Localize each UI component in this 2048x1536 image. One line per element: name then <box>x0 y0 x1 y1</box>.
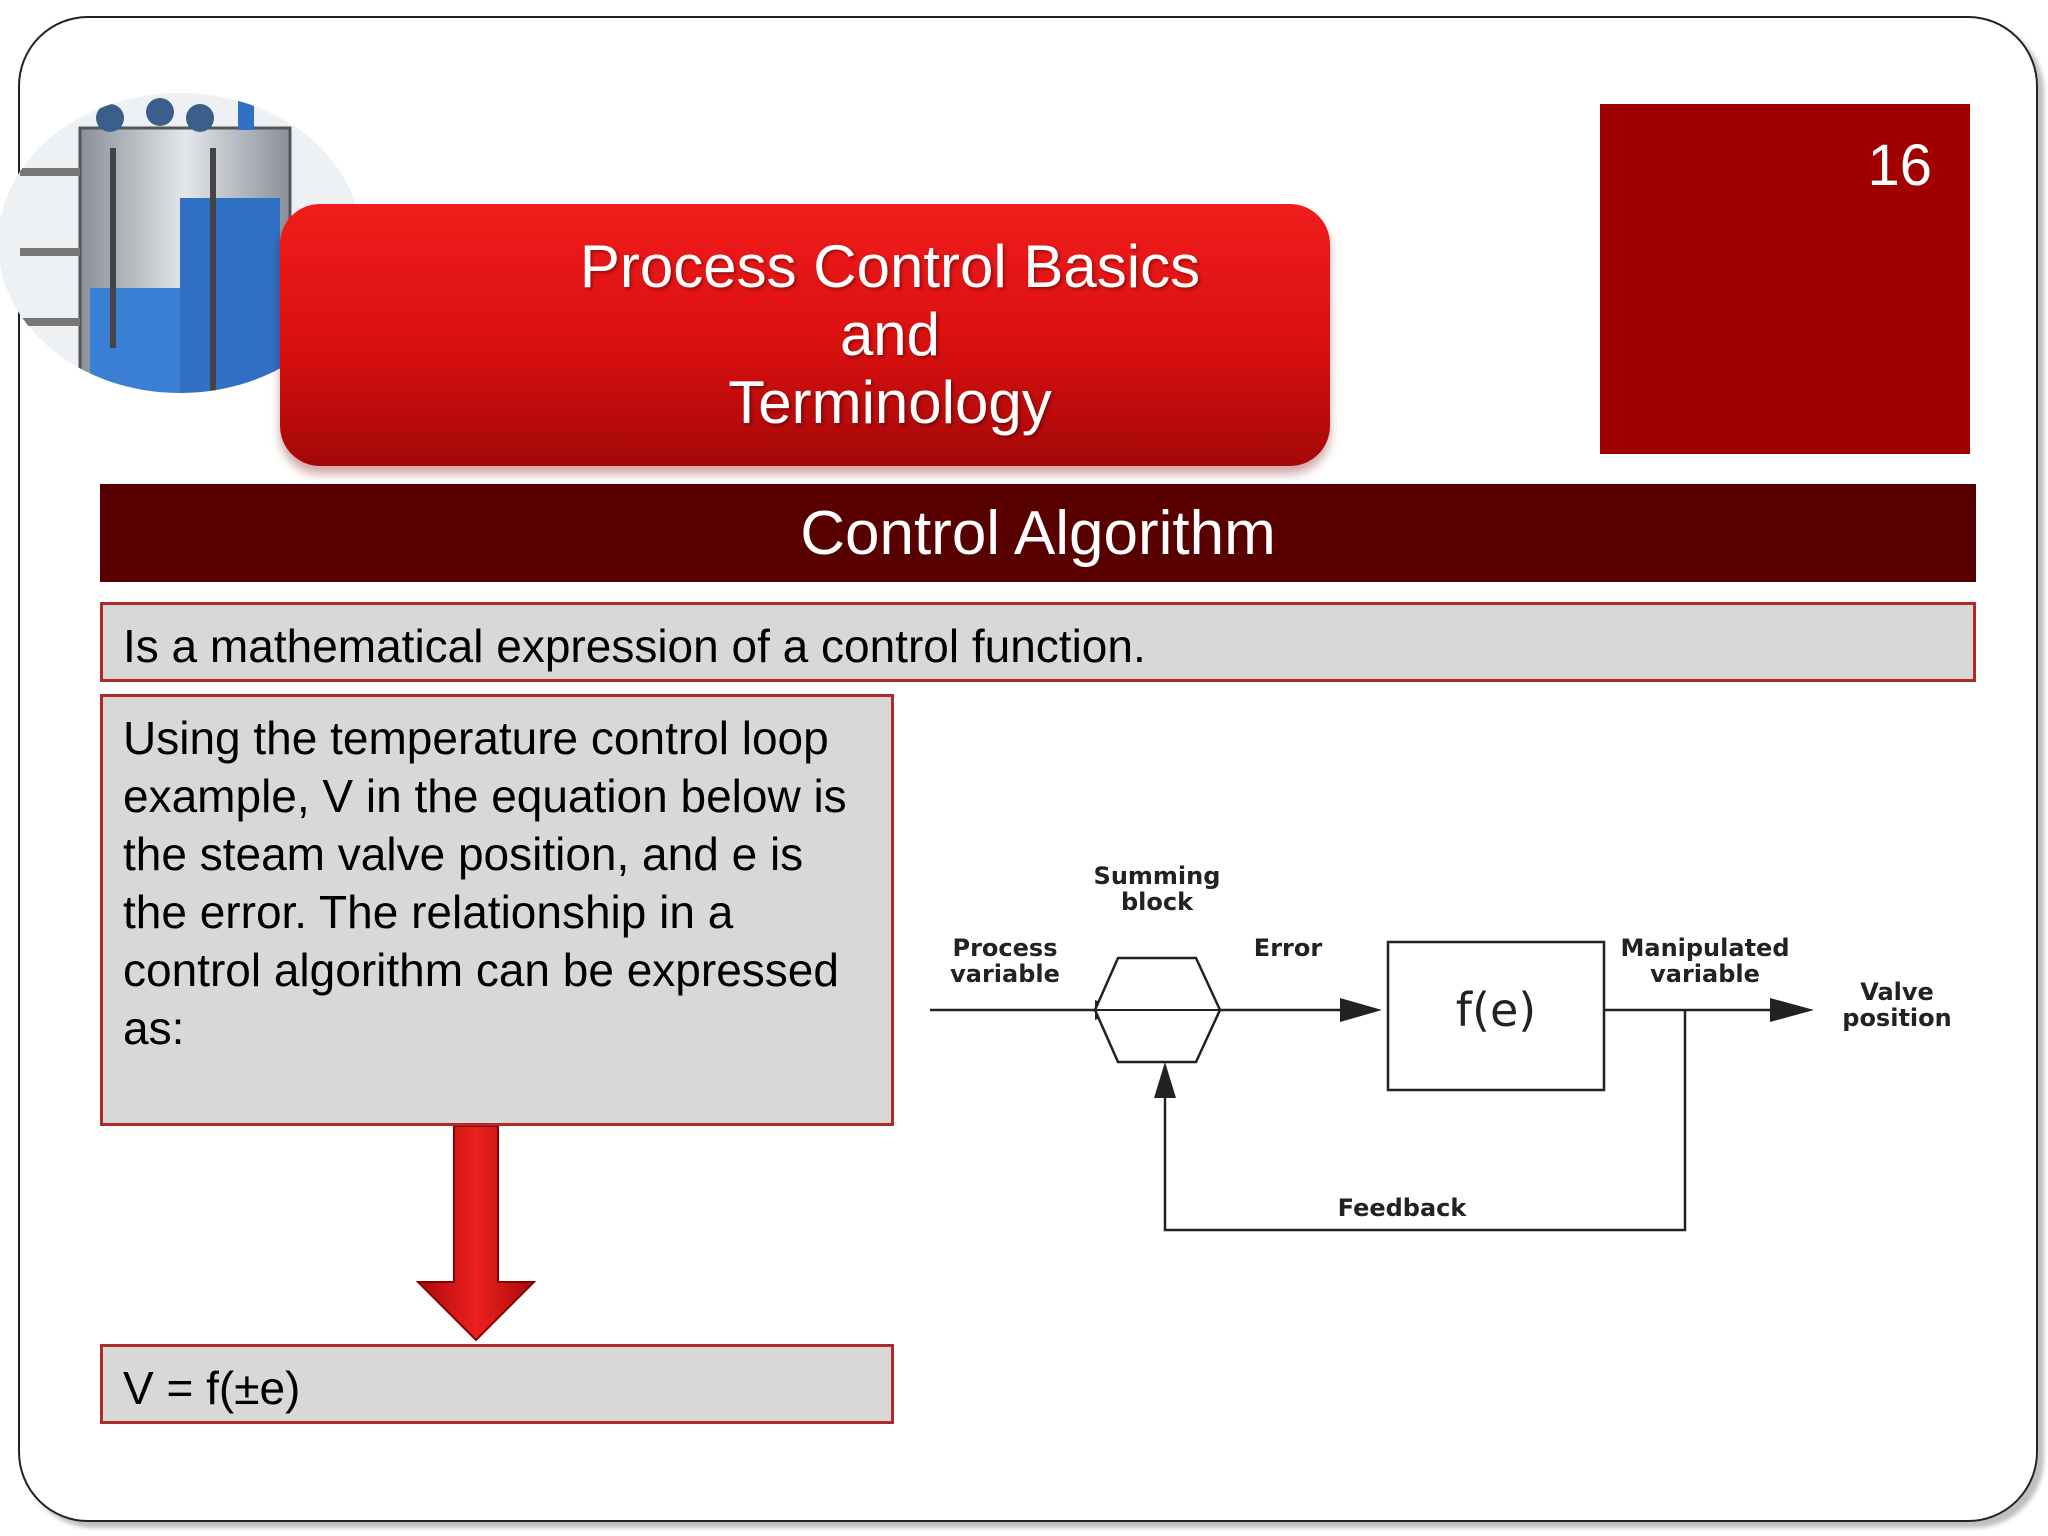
error-label: Error <box>1254 934 1323 962</box>
error-arrowhead <box>1340 998 1382 1022</box>
explanation-text: Using the temperature control loop examp… <box>100 694 894 1126</box>
feedback-arrowhead <box>1154 1062 1176 1098</box>
valve-position-label-1: Valve <box>1860 978 1934 1006</box>
equation-text: V = f(±e) <box>100 1344 894 1424</box>
summing-block-label-1: Summing <box>1094 862 1221 890</box>
page-number-box: 16 <box>1600 104 1970 454</box>
manipulated-variable-label-2: variable <box>1650 960 1760 988</box>
definition-text: Is a mathematical expression of a contro… <box>100 602 1976 682</box>
slide-frame <box>18 16 2038 1522</box>
title-line-1: Process Control Basics <box>579 233 1201 300</box>
function-block <box>1386 940 1606 1092</box>
summing-block-label-2: block <box>1121 888 1194 916</box>
slide-title-banner: Process Control Basics and Terminology <box>280 204 1330 466</box>
feedback-loop-line <box>1163 1010 1687 1232</box>
valve-position-label-2: position <box>1842 1004 1951 1032</box>
manipulated-variable-label-1: Manipulated <box>1620 934 1789 962</box>
page-number: 16 <box>1867 133 1932 198</box>
output-arrowhead <box>1770 998 1814 1022</box>
control-loop-diagram: Summing block Process variable Error Man… <box>930 862 1952 1232</box>
section-heading: Control Algorithm <box>100 484 1976 582</box>
process-variable-label-2: variable <box>950 960 1060 988</box>
feedback-label: Feedback <box>1338 1194 1468 1222</box>
title-line-2: and <box>839 301 941 368</box>
down-arrow-icon <box>416 1126 536 1342</box>
process-variable-label-1: Process <box>953 934 1058 962</box>
function-block-label: f(e) <box>1456 983 1536 1037</box>
title-line-3: Terminology <box>728 369 1052 436</box>
